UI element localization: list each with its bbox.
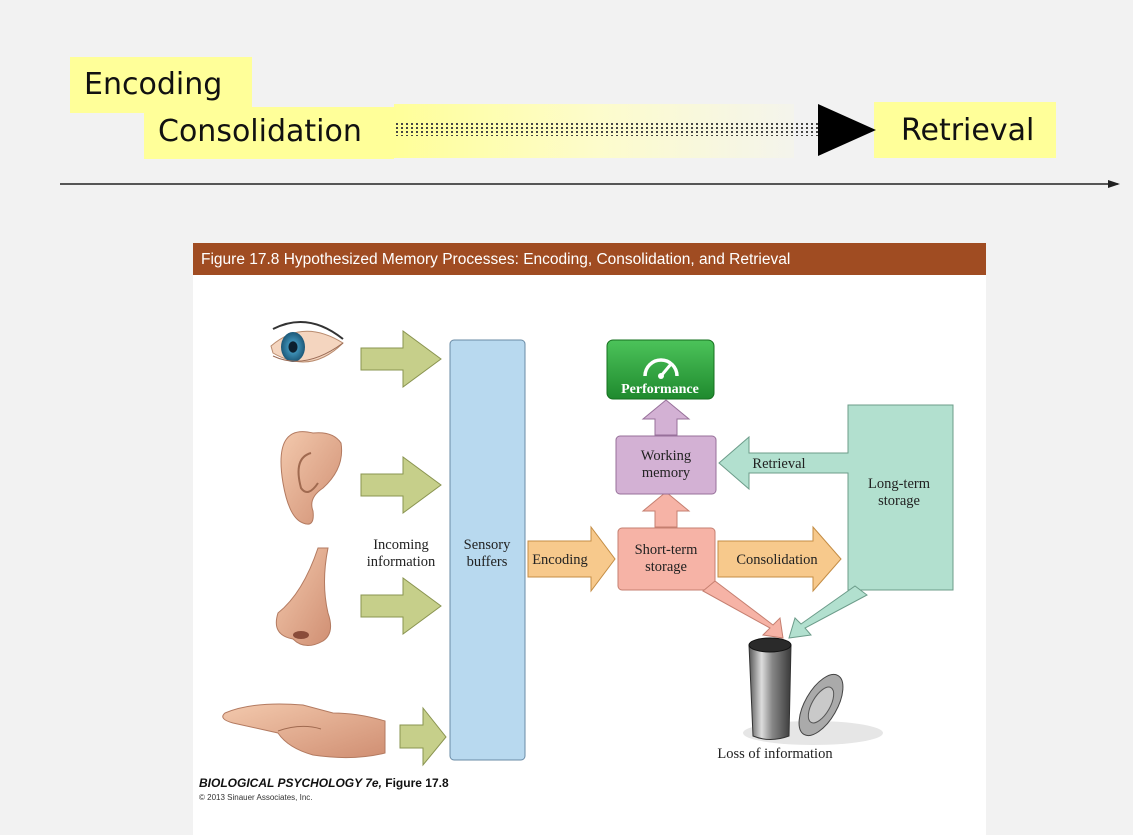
pointing-hand-icon [222,703,386,759]
speedometer-icon [643,358,679,379]
performance-box [606,339,715,400]
short-term-storage-label-line1: Short-term [635,542,699,558]
memory-diagram: Incoming information Sensory buffers Enc… [222,321,954,767]
incoming-information-label-line1: Incoming [373,537,429,553]
input-arrows [360,330,447,767]
consolidation-arrow-label: Consolidation [736,552,818,568]
long-to-loss-arrow [788,585,868,639]
short-term-storage-box [617,527,716,591]
short-term-storage-label-line2: storage [645,559,687,575]
consolidation-arrow [717,525,842,593]
timeline-retrieval-label: Retrieval [874,102,1056,158]
memory-figure: Figure 17.8 Hypothesized Memory Processe… [193,243,986,835]
nose-icon [275,547,332,646]
working-memory-box [615,435,717,495]
caption-book-title: BIOLOGICAL PSYCHOLOGY 7e, [199,776,382,790]
performance-label: Performance [621,382,699,397]
eye-input-arrow [360,330,442,388]
working-memory-label-line1: Working [641,448,691,464]
incoming-information-label-line2: information [367,554,436,570]
nose-input-arrow [360,577,442,635]
encoding-arrow-label: Encoding [532,552,588,568]
trash-can-icon [743,637,883,745]
long-term-storage-label-line1: Long-term [868,476,931,492]
timeline-arrowhead [818,104,876,156]
short-to-working-arrow [641,491,691,528]
encoding-arrow [527,525,616,593]
figure-caption-title: BIOLOGICAL PSYCHOLOGY 7e, Figure 17.8 [199,776,449,790]
eye-icon [270,321,344,363]
caption-figure-number: Figure 17.8 [381,776,449,790]
timeline-dotted-line [396,123,821,136]
time-axis-arrowhead [1108,180,1120,188]
long-term-storage-label-line2: storage [878,493,920,509]
long-term-storage-box [718,404,954,591]
ear-icon [280,431,343,525]
loss-of-information-label: Loss of information [717,746,833,762]
sensory-buffers-label-line2: buffers [467,554,508,570]
hand-input-arrow [399,706,447,767]
timeline-encoding-label: Encoding [70,57,252,113]
short-to-loss-arrow [702,580,784,639]
sensory-buffers-box [449,339,526,761]
sensory-buffers-label-line1: Sensory [464,537,511,553]
working-memory-label-line2: memory [642,465,691,481]
working-to-performance-arrow [641,399,691,436]
retrieval-arrow-label: Retrieval [752,456,805,472]
figure-header: Figure 17.8 Hypothesized Memory Processe… [193,243,986,275]
figure-caption-copyright: © 2013 Sinauer Associates, Inc. [199,793,313,802]
ear-input-arrow [360,456,442,514]
timeline-arrows [60,104,1120,188]
timeline-consolidation-label: Consolidation [144,107,394,159]
